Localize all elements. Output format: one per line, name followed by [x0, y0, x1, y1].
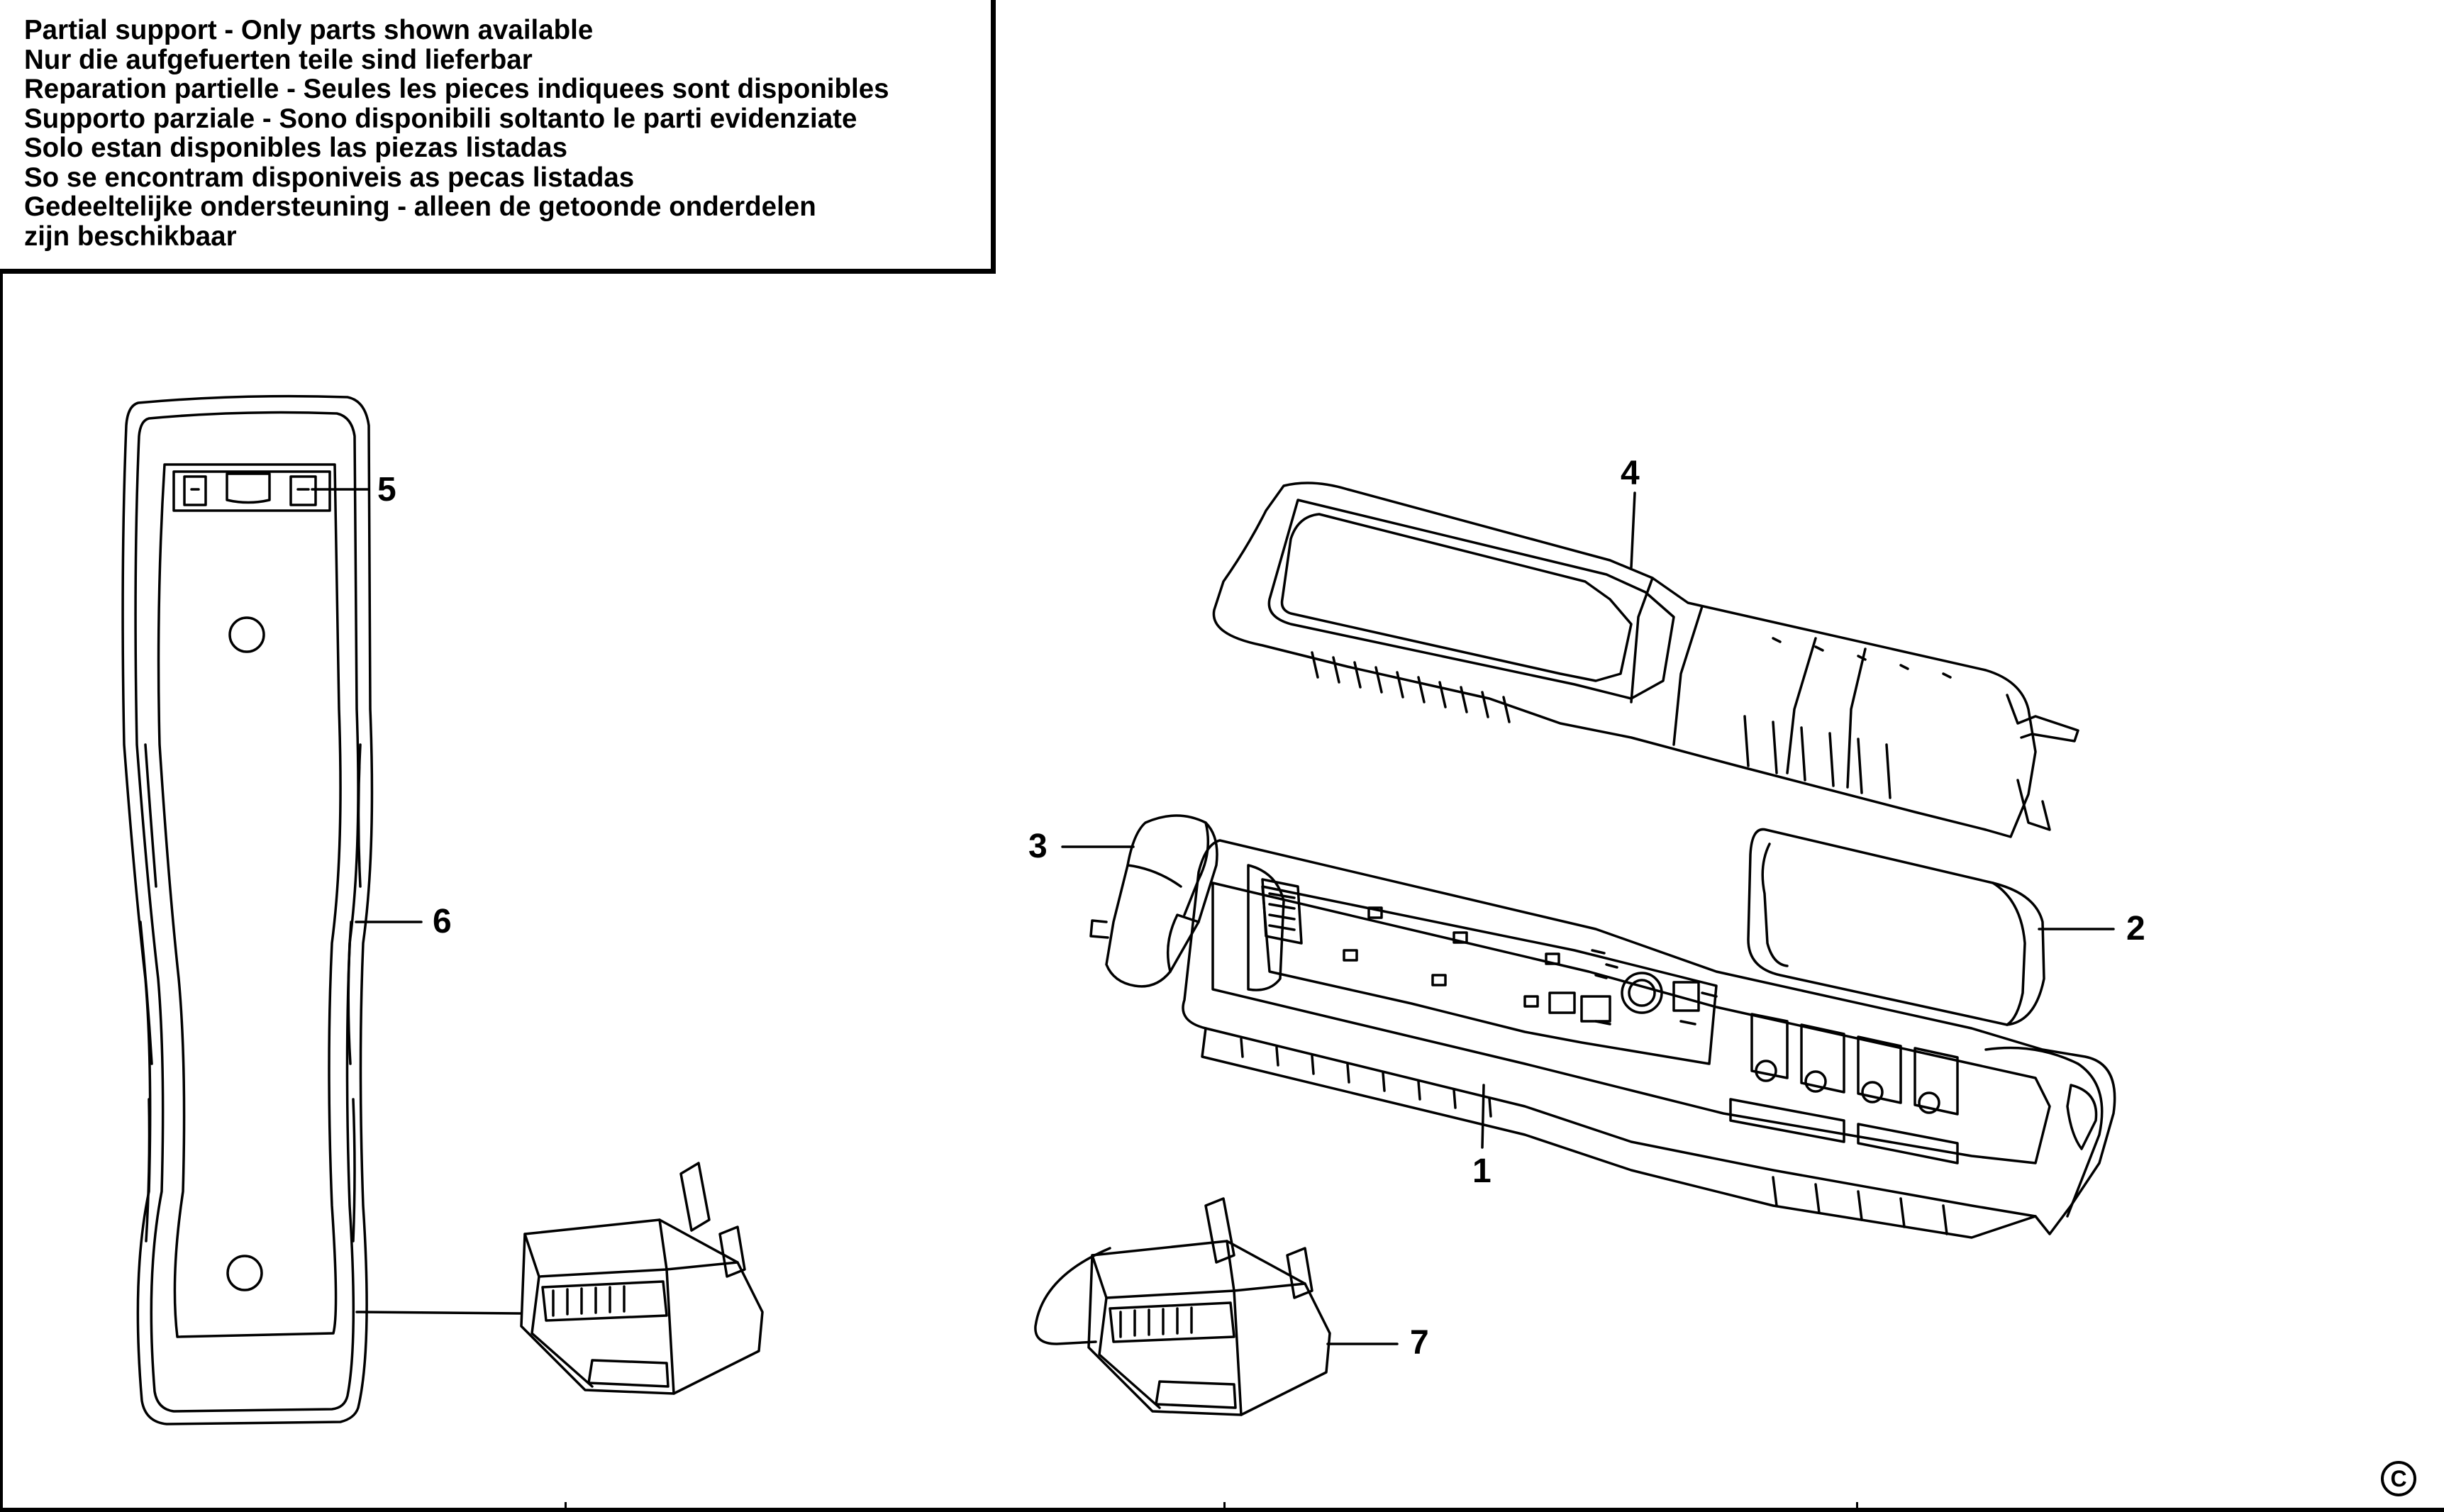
notice-line-dutch-continued: zijn beschikbaar	[24, 221, 237, 252]
callout-part-3: 3	[1028, 828, 1048, 865]
callout-part-2: 2	[2126, 910, 2145, 947]
frame-left-border	[0, 274, 3, 1512]
notice-line-dutch: Gedeeltelijke ondersteuning - alleen de …	[24, 191, 816, 222]
lower-housing-part-1	[1182, 839, 2116, 1239]
charger-adapter-left	[520, 1162, 764, 1395]
leader-line-1	[1481, 1084, 1485, 1149]
upper-housing-part-4	[1212, 482, 2079, 838]
notice-line-german: Nur die aufgefuerten teile sind lieferba…	[24, 44, 533, 75]
callout-part-7: 7	[1410, 1324, 1429, 1362]
frame-tick	[565, 1502, 567, 1512]
battery-pack-part-2	[1747, 828, 2045, 1026]
frame-bottom-border	[0, 1508, 2444, 1512]
charger-adapter-part-7	[1034, 1197, 1331, 1416]
notice-line-spanish: Solo estan disponibles las piezas listad…	[24, 133, 567, 163]
frame-tick	[1856, 1502, 1858, 1512]
charger-cord	[355, 1311, 523, 1315]
leader-line-4	[1630, 491, 1636, 569]
frame-tick	[1223, 1502, 1226, 1512]
callout-part-6: 6	[433, 903, 452, 940]
notice-line-portuguese: So se encontram disponiveis as pecas lis…	[24, 162, 635, 193]
notice-line-english: Partial support - Only parts shown avail…	[24, 15, 594, 45]
callout-part-1: 1	[1472, 1152, 1492, 1190]
notice-line-french: Reparation partielle - Seules les pieces…	[24, 74, 889, 104]
end-cap-part-3	[1089, 814, 1218, 988]
callout-part-5: 5	[377, 471, 396, 508]
notice-line-italian: Supporto parziale - Sono disponibili sol…	[24, 103, 857, 134]
copyright-symbol: C	[2381, 1461, 2416, 1496]
wall-bracket-part-6	[121, 394, 374, 1425]
callout-part-4: 4	[1621, 455, 1640, 492]
partial-support-notice: Partial support - Only parts shown avail…	[0, 0, 996, 274]
